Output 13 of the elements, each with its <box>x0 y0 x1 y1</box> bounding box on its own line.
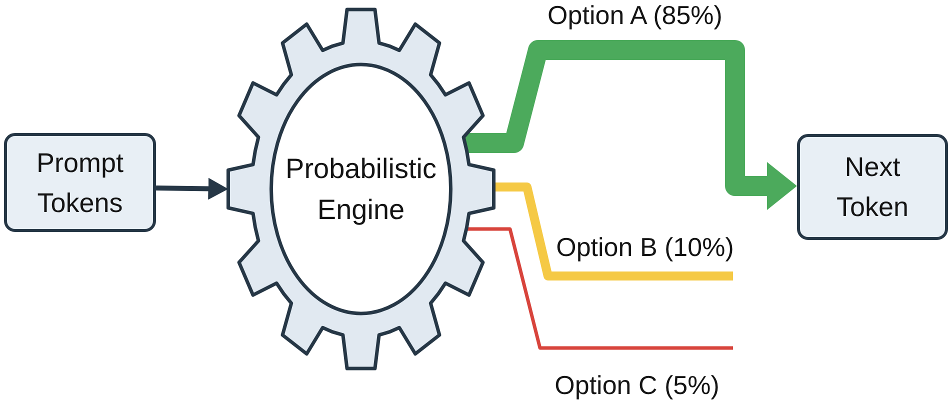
edge-label: Option A (85%) <box>548 0 722 30</box>
gear-shape <box>225 6 497 372</box>
edge-label: Option B (10%) <box>556 232 734 262</box>
connector-line <box>466 227 733 350</box>
process-box <box>4 133 156 232</box>
node-label: Probabilistic Engine <box>284 152 438 227</box>
node-label: Prompt Tokens <box>35 146 125 220</box>
node-label: Next Token <box>835 151 910 224</box>
connector-line <box>494 182 733 280</box>
arrow <box>156 178 228 200</box>
arrow <box>464 40 797 210</box>
process-box <box>797 134 948 240</box>
edge-label: Option C (5%) <box>554 370 720 400</box>
